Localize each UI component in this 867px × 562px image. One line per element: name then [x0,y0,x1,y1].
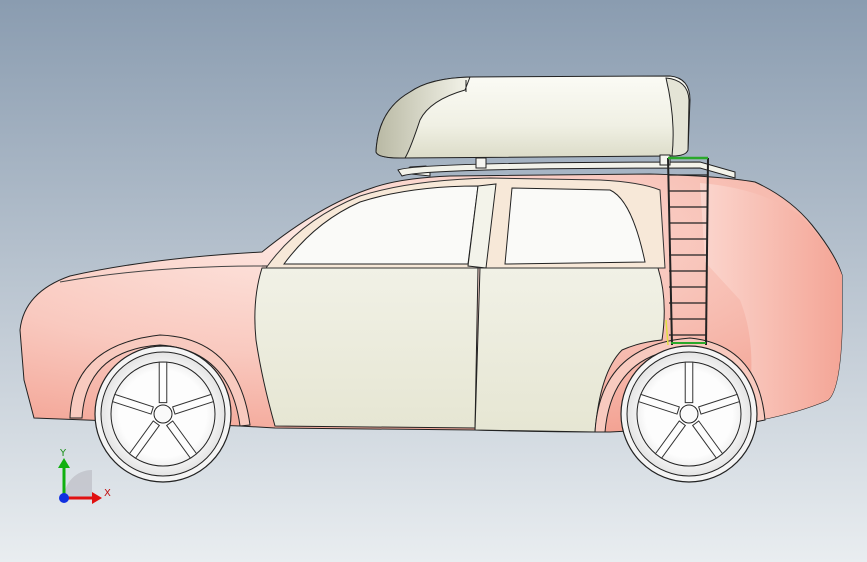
x-axis-arrowhead [92,492,102,504]
coordinate-triad: Y X [58,448,111,504]
b-pillar [467,183,497,269]
front-wheel-spoke [172,393,215,415]
rear-door [474,267,665,433]
roof-box-rear [665,77,690,157]
rear-wheel-spoke [684,361,694,404]
front-wheel-hub [153,404,173,424]
roof-box-front [375,76,471,159]
front-wheel-arch [69,334,251,427]
front-wheel [94,345,232,483]
roof-box-mount-front [475,157,487,169]
ladder-rail-left [667,157,673,346]
rear-wheel-arch [594,337,766,433]
front-wheel-spoke [158,361,168,404]
suv-model[interactable] [19,161,843,433]
rear-wheel [620,345,758,483]
rear-wheel-hub [679,404,699,424]
ladder[interactable] [665,156,709,346]
front-wheel-spoke [128,420,161,459]
rear-wheel-spoke [654,420,687,459]
triad-plane-indicator [64,470,92,498]
rear-wheel-spoke [637,393,680,415]
z-axis-dot [59,493,69,503]
front-window [283,185,479,265]
front-wheel-spoke [165,420,198,459]
x-axis-label: X [104,488,111,499]
front-wheel-spoke [111,393,154,415]
front-door [254,267,479,429]
wheels[interactable] [94,345,758,483]
rear-wheel-spoke [691,420,724,459]
y-axis-arrowhead [58,458,70,468]
rear-wheel-spoke [698,393,741,415]
ladder-rail-right [705,157,709,346]
roof-box[interactable] [375,75,691,169]
ladder-accent [665,319,669,346]
roof-box-mount-rear [659,154,671,166]
hood-line [59,265,263,283]
rear-window [504,187,646,265]
rear-panel [700,183,842,420]
y-axis-label: Y [59,448,67,459]
